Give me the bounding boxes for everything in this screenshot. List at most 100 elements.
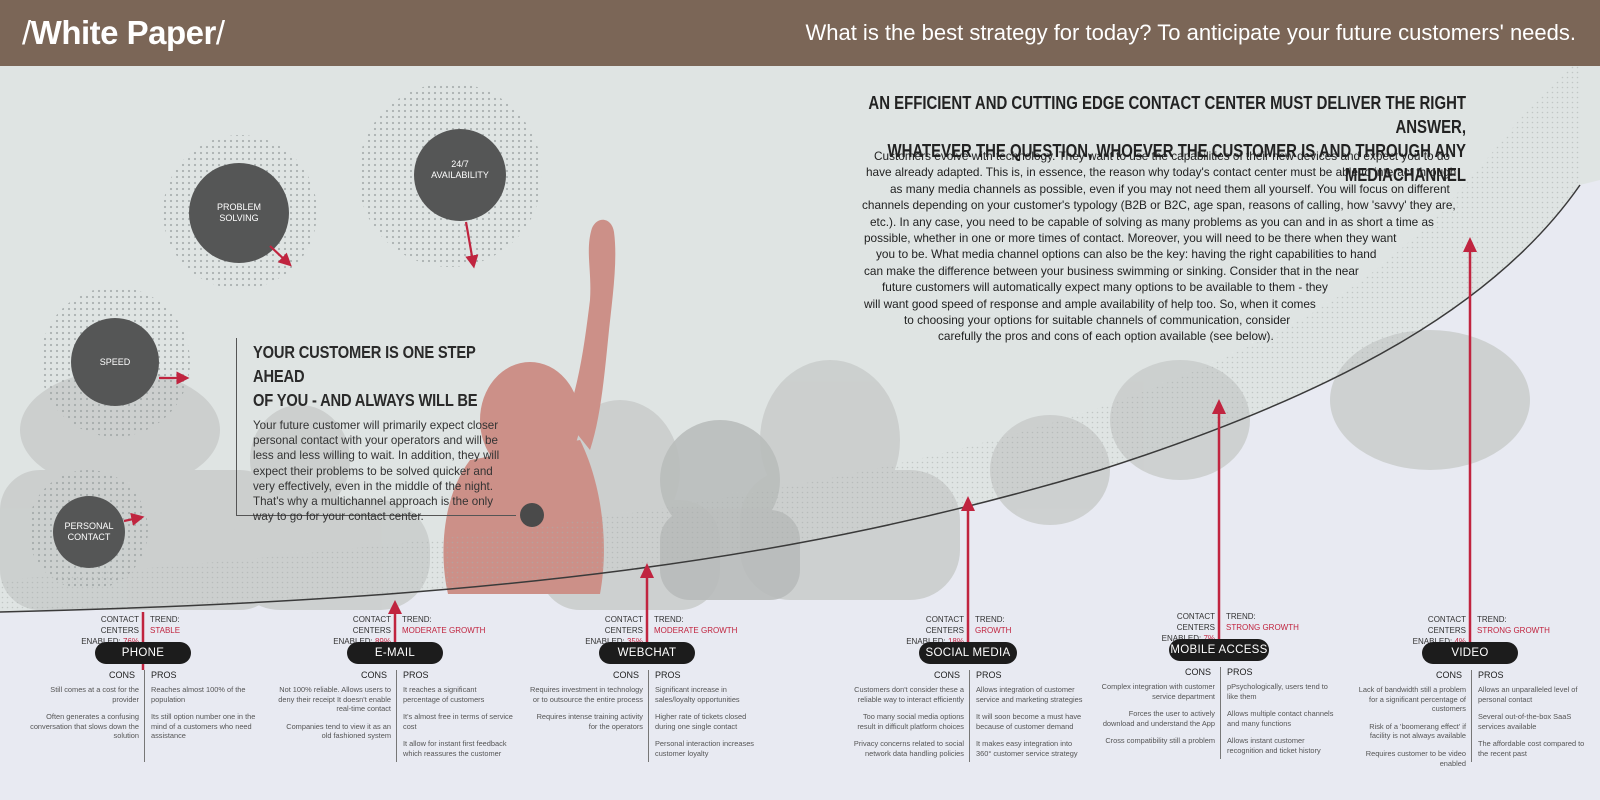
pros-list: Allows integration of customer service a…: [976, 685, 1088, 767]
enabled-label: CONTACT CENTERS: [925, 615, 964, 635]
trend-block: TREND: MODERATE GROWTH: [402, 614, 522, 636]
cons-item: Requires intense training activity for t…: [536, 712, 643, 731]
callout-anchor-dot: [520, 503, 544, 527]
main-body-line: as many media channels as possible, even…: [890, 181, 1450, 196]
pros-item: Allows integration of customer service a…: [976, 685, 1083, 704]
pros-list: It reaches a significant percentage of c…: [403, 685, 515, 767]
cons-item: Lack of bandwidth still a problem for a …: [1358, 685, 1466, 714]
callout-body: Your future customer will primarily expe…: [253, 419, 500, 524]
channel-name-pill[interactable]: VIDEO: [1422, 642, 1518, 664]
bubbles: [53, 129, 506, 568]
enabled-percent: 18%: [948, 637, 964, 646]
cons-pros-divider: [969, 670, 970, 762]
cons-item: Not 100% reliable. Allows users to deny …: [278, 685, 391, 714]
cons-item: Cross compatibility still a problem: [1105, 736, 1215, 746]
trend-value: STRONG GROWTH: [1226, 623, 1299, 632]
main-body-line: have already adapted. This is, in essenc…: [866, 165, 1457, 180]
trend-value: GROWTH: [975, 626, 1012, 635]
enabled-label: ENABLED:: [1413, 637, 1455, 646]
trend-value: MODERATE GROWTH: [654, 626, 738, 635]
cons-item: Customers don't consider these a reliabl…: [854, 685, 964, 704]
availability-bubble-label: 24/7 AVAILABILITY: [431, 159, 489, 180]
cons-list: Lack of bandwidth still a problem for a …: [1352, 685, 1466, 776]
main-body-text: Customers evolve with technology. They w…: [862, 148, 1466, 345]
trend-label: TREND:: [150, 615, 180, 624]
cons-list: Customers don't consider these a reliabl…: [850, 685, 964, 767]
cons-item: Privacy concerns related to social netwo…: [853, 739, 964, 758]
pros-heading: PROS: [976, 670, 1002, 680]
pros-item: Several out-of-the-box SaaS services ava…: [1478, 712, 1572, 731]
pros-item: Significant increase in sales/loyalty op…: [655, 685, 740, 704]
header-tagline: What is the best strategy for today? To …: [805, 20, 1576, 45]
enabled-percent: 7%: [1203, 634, 1215, 643]
contact-bubble-label: PERSONAL CONTACT: [64, 521, 114, 542]
pros-item: The affordable cost compared to the rece…: [1478, 739, 1585, 758]
pros-heading: PROS: [151, 670, 177, 680]
trend-label: TREND:: [1477, 615, 1507, 624]
trend-value: MODERATE GROWTH: [402, 626, 486, 635]
enabled-label: CONTACT CENTERS: [1427, 615, 1466, 635]
pros-item: Its still option number one in the mind …: [151, 712, 256, 741]
cons-item: Requires investment in technology or to …: [530, 685, 643, 704]
enabled-label: ENABLED:: [333, 637, 373, 646]
enabled-value-line: ENABLED: 89%: [313, 636, 391, 647]
trend-block: TREND:STRONG GROWTH: [1226, 611, 1346, 633]
channel-name-pill[interactable]: PHONE: [95, 642, 191, 664]
main-body-line: carefully the pros and cons of each opti…: [938, 329, 1274, 344]
enabled-percent: 4%: [1454, 637, 1466, 646]
cons-heading: CONS: [361, 670, 388, 680]
header-bar: /White Paper/ What is the best strategy …: [0, 0, 1600, 66]
enabled-value-line: ENABLED: 35%: [565, 636, 643, 647]
trend-value: STRONG GROWTH: [1477, 626, 1550, 635]
trend-block: TREND: STRONG GROWTH: [1477, 614, 1597, 636]
trend-label: TREND:: [654, 615, 684, 624]
cons-item: Companies tend to view it as an old fash…: [286, 721, 391, 741]
cons-pros-divider: [1220, 667, 1221, 759]
channel-name-pill[interactable]: SOCIAL MEDIA: [919, 642, 1017, 664]
trend-label: TREND:: [402, 615, 432, 624]
channel-name-pill[interactable]: MOBILE ACCESS: [1169, 639, 1269, 661]
pros-item: It reaches a significant percentage of c…: [403, 685, 485, 704]
trend-block: TREND: MODERATE GROWTH: [654, 614, 774, 636]
pros-item: Higher rate of tickets closed during one…: [655, 712, 747, 731]
pros-list: Significant increase in sales/loyalty op…: [655, 685, 767, 767]
cons-pros-divider: [1471, 670, 1472, 762]
enabled-percent: 35%: [627, 637, 643, 646]
enabled-value-line: ENABLED: 4%: [1388, 636, 1466, 647]
cons-pros-divider: [648, 670, 649, 762]
pros-item: Reaches almost 100% of the population: [151, 685, 246, 704]
curve-dot-band: [0, 66, 1580, 612]
cons-item: Often generates a confusing conversation…: [30, 712, 139, 741]
cons-list: Requires investment in technology or to …: [529, 685, 643, 739]
enabled-percent: 76%: [123, 637, 139, 646]
trend-block: TREND: GROWTH: [975, 614, 1095, 636]
cons-item: Forces the user to actively download and…: [1102, 709, 1215, 728]
pros-list: Allows an unparalleled level of personal…: [1478, 685, 1590, 767]
pros-item: Allows multiple contact channels and man…: [1227, 709, 1334, 728]
main-body-line: channels depending on your customer's ty…: [862, 198, 1456, 213]
cons-heading: CONS: [1436, 670, 1463, 680]
channel-name-pill[interactable]: WEBCHAT: [599, 642, 695, 664]
main-body-line: to choosing your options for suitable ch…: [904, 313, 1291, 328]
pros-list: pPsychologically, users tend to like the…: [1227, 682, 1339, 764]
enabled-label: ENABLED:: [585, 637, 625, 646]
main-body-line: possible, whether in one or more times o…: [864, 231, 1397, 246]
cons-item: Risk of a 'boomerang effect' if facility…: [1369, 721, 1466, 741]
bubble-arrows: [123, 221, 479, 526]
channel-arrows: [141, 237, 1477, 670]
enabled-label: CONTACT CENTERS: [1176, 612, 1215, 632]
channel-name-pill[interactable]: E-MAIL: [347, 642, 443, 664]
cons-heading: CONS: [109, 670, 136, 680]
main-body-line: can make the difference between your bus…: [864, 263, 1359, 278]
trend-label: TREND:: [975, 615, 1005, 624]
pros-item: pPsychologically, users tend to like the…: [1227, 682, 1328, 701]
cons-item: Requires customer to be video enabled: [1365, 748, 1466, 768]
pros-item: Personal interaction increases customer …: [655, 739, 755, 758]
brand-title: /White Paper/: [22, 14, 225, 51]
enabled-percent: 89%: [375, 637, 391, 646]
cons-list: Complex integration with customer servic…: [1101, 682, 1215, 754]
